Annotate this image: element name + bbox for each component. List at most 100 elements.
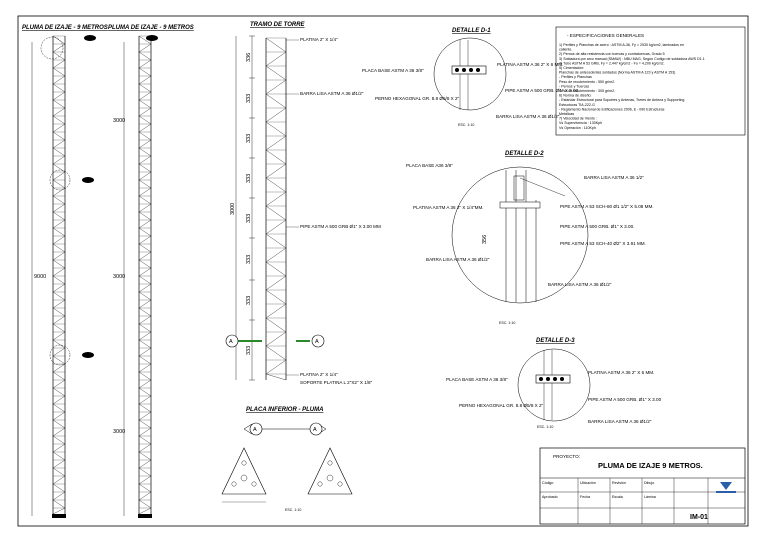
section-mark-placa-l: A [253, 427, 257, 433]
title-cell: Aprobado [542, 495, 558, 499]
section-mark-left: A [229, 339, 233, 345]
dim-3000-b: 3000 [113, 274, 125, 280]
spec-line: Vs Supervivencia : 130Kph [559, 121, 602, 125]
section-mark-placa-r: A [313, 427, 317, 433]
d2-scale: ESC. 1:10 [499, 321, 515, 325]
d2-pipe-sch40: PIPE ASTM A 53 SCH-40 Ø2" X 3.91 MM. [560, 241, 646, 246]
dim-3000-c: 3000 [113, 429, 125, 435]
mast-1-lattice [52, 35, 66, 515]
d1-pipe: PIPE ASTM A 500 GRB. Ø1" X 3.00 [505, 88, 579, 93]
d1-perno: PERNO HEXAGONAL GR. 8.8 Ø5/8 X 2" [375, 96, 460, 101]
d2-barra-top: BARRA LISA ASTM A 36 1/2" [584, 175, 644, 180]
detalle-d1: DETALLE D-1 PLACA BASE ASTM A 36 3/8" PE… [362, 28, 579, 127]
tramo-segment-dim: 333 [246, 255, 252, 264]
d3-platina: PLATINA ASTM A 36 2" X 6 MM. [588, 370, 654, 375]
title-cell: Dibujo [644, 481, 654, 485]
spec-line: 6) Norma de diseño: [559, 94, 592, 98]
title-cell: Ubicación [580, 481, 596, 485]
d2-platina: PLATINA ASTM A 36 2" X 1/4"MM. [413, 205, 484, 210]
d1-title: DETALLE D-1 [452, 28, 491, 34]
spec-line: - Pernos y Tuercas [559, 84, 589, 88]
callout-tag [82, 352, 94, 358]
dim-3000-a: 3000 [113, 118, 125, 124]
d1-platina: PLATINA ASTM A 36 2" X 6 MM. [497, 62, 563, 67]
title-sheet-number: IM-01 [690, 514, 708, 521]
tramo-pipe: PIPE ASTM A 500 GRB Ø1" X 3.00 MM [300, 224, 381, 229]
section-mark-right: A [315, 339, 319, 345]
detalle-d3: DETALLE D-3 PLACA BASE ASTM A 36 3/8" PE… [446, 338, 662, 429]
tramo-platina-bottom: PLATINA 2" X 1/4" [300, 372, 338, 377]
placa-view: PLACA INFERIOR - PLUMA A A ESC. 1:10 [221, 407, 353, 512]
title-project-name: PLUMA DE IZAJE 9 METROS. [598, 461, 703, 470]
tramo-segment-dim: 333 [246, 94, 252, 103]
callout-tag [84, 35, 96, 41]
d1-barra: BARRA LISA ASTM A 36 Ø1/2" [496, 114, 560, 119]
spec-line: Planchas de antecedentes soldados (Norma… [559, 71, 675, 75]
detalle-d2: DETALLE D-2 356 PLACA BASE A36 3/8" PLAT… [406, 151, 654, 325]
d3-title: DETALLE D-3 [536, 338, 575, 344]
spec-line: - Perfiles y Planchas [559, 75, 592, 79]
spec-line: Peso de recubrimiento : 305 gr/m2. [559, 89, 615, 93]
base-plate-2 [307, 447, 353, 495]
tramo-segment-dim: 333 [246, 296, 252, 305]
placa-title: PLACA INFERIOR - PLUMA [246, 407, 323, 413]
spec-line: - Reglamento Nacional de Edificaciones 2… [559, 107, 665, 111]
spec-line: Vs Operación : 110Kph [559, 126, 596, 130]
spec-line: Estructuras TIA-222-G [559, 103, 595, 107]
tramo-soporte: SOPORTE PLATINA L 2"X2" X 1/8" [300, 380, 373, 385]
d3-pipe: PIPE ASTM A 500 GRB. Ø1" X 3.00 [588, 397, 662, 402]
title-cell: Revisión [612, 481, 626, 485]
spec-line: 4) Tubo ASTM A 53 GRB, Fy = 2,447 kg/cm2… [559, 61, 664, 65]
title-cell: Código [542, 481, 553, 485]
d3-perno: PERNO HEXAGONAL GR. 8.8 Ø5/8 X 2" [459, 403, 544, 408]
spec-line: 1) Perfiles y Planchas de acero : ASTM A… [559, 43, 684, 47]
d3-barra: BARRA LISA ASTM A 36 Ø1/2" [588, 419, 652, 424]
pluma-view-2: PLUMA DE IZAJE - 9 METROS 3000 3000 3000 [108, 25, 194, 518]
spec-line: 5) Cimentación: [559, 66, 584, 70]
spec-line: Metálicas [559, 112, 574, 116]
dim-9000: 9000 [34, 274, 46, 280]
tramo-platina-top: PLATINA 2" X 1/4" [300, 37, 338, 42]
placa-scale: ESC. 1:10 [285, 508, 301, 512]
dim-356: 356 [482, 235, 488, 244]
spec-line: 7) Velocidad de Viento : [559, 117, 597, 121]
specs-title: - ESPECIFICACIONES GENERALES [567, 33, 644, 38]
dim-3000-tramo: 3000 [230, 203, 236, 215]
tramo-lattice [265, 37, 287, 381]
base-plate-1 [221, 447, 267, 495]
company-logo-icon [716, 482, 736, 493]
d2-pipe53: PIPE ASTM A 53 SCH-80 Ø1 1/2" X 5.08 MM. [560, 204, 654, 209]
sheet-border [17, 15, 749, 527]
title-block: PROYECTO: PLUMA DE IZAJE 9 METROS. Códig… [539, 447, 746, 525]
pluma1-title: PLUMA DE IZAJE - 9 METROS [22, 25, 108, 31]
d1-scale: ESC. 1:10 [458, 123, 474, 127]
title-cell: Fecha [580, 495, 590, 499]
tramo-segment-dim: 333 [246, 214, 252, 223]
specs-box: - ESPECIFICACIONES GENERALES 1) Perfiles… [555, 26, 746, 136]
mast-base [52, 514, 66, 518]
d2-title: DETALLE D-2 [505, 151, 544, 157]
d3-scale: ESC. 1:10 [537, 425, 553, 429]
detail-callout-circle [49, 344, 71, 366]
tramo-title: TRAMO DE TORRE [250, 22, 306, 28]
mast-base [138, 514, 152, 518]
d1-placa-base: PLACA BASE ASTM A 36 3/8" [362, 68, 424, 73]
tramo-segment-dim: 333 [246, 346, 252, 355]
d2-placa-base: PLACA BASE A36 3/8" [406, 163, 453, 168]
specs-lines: 1) Perfiles y Planchas de acero : ASTM A… [559, 43, 705, 130]
d2-barra-left: BARRA LISA ASTM A 36 Ø1/2" [426, 257, 490, 262]
tramo-segment-dim: 333 [246, 134, 252, 143]
spec-line: Peso de recubrimiento : 550 gr/m2. [559, 80, 615, 84]
detail-callout-circle [49, 169, 71, 191]
tramo-view: TRAMO DE TORRE 336333333333333333333333 … [225, 22, 381, 385]
pluma2-title: PLUMA DE IZAJE - 9 METROS [108, 25, 194, 31]
title-cell: Lámina [644, 495, 656, 499]
title-proyecto-label: PROYECTO: [553, 454, 580, 459]
callout-tag [146, 35, 158, 41]
mast-2-lattice [138, 35, 152, 515]
spec-line: caliente. [559, 48, 572, 52]
pluma-view-1: PLUMA DE IZAJE - 9 METROS 9000 [22, 25, 108, 518]
spec-line: - Estándar Estructural para Soportes y A… [559, 98, 684, 102]
title-cell: Escala [612, 495, 623, 499]
